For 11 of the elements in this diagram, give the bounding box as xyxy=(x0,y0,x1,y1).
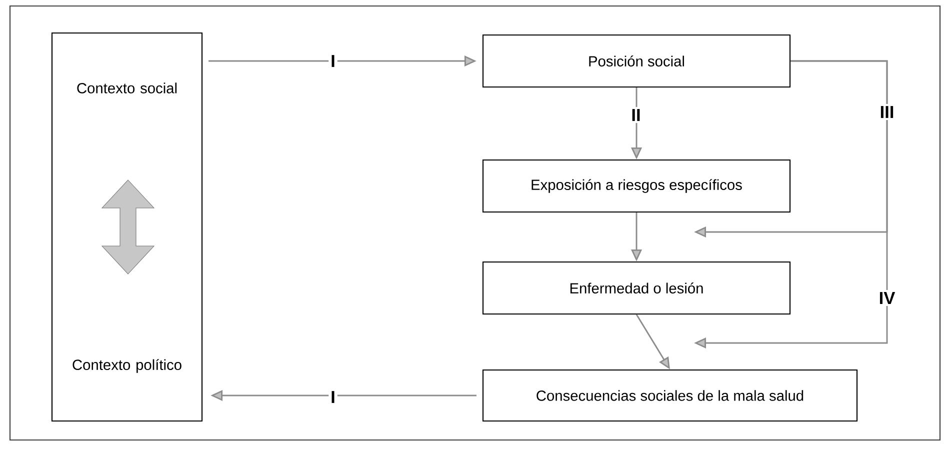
edge-label: IV xyxy=(876,290,898,306)
box-text: Contexto social xyxy=(77,82,177,94)
edge-label: I xyxy=(328,389,338,405)
edge-label: III xyxy=(878,104,896,120)
box-text: Contexto político xyxy=(72,359,182,373)
edge-label: I xyxy=(328,53,338,69)
process-box: Consecuencias sociales de la mala salud xyxy=(482,369,858,422)
process-box: Enfermedad o lesión xyxy=(482,261,791,315)
process-box: Posición social xyxy=(482,34,791,88)
edge-label: II xyxy=(629,107,643,123)
process-box: Exposición a riesgos específicos xyxy=(482,159,791,213)
